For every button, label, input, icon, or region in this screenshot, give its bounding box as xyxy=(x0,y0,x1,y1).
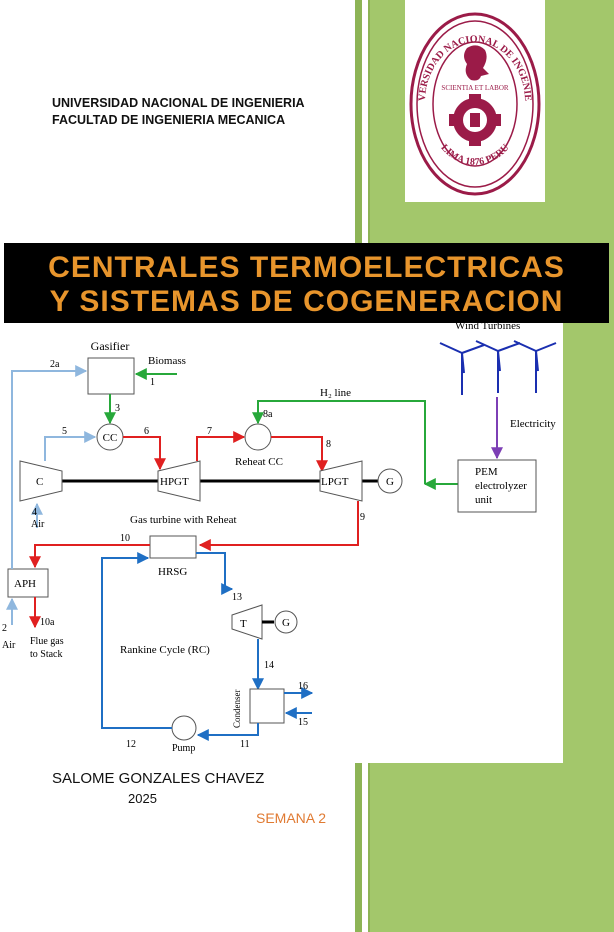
stream-5-label: 5 xyxy=(62,426,67,437)
reheat-cc-label: Reheat CC xyxy=(235,456,283,468)
cogeneration-diagram: Gasifier Biomass 1 3 CC C 5 4 Air HPGT 6… xyxy=(0,320,563,763)
stream-3-label: 3 xyxy=(115,403,120,414)
title-line-1: CENTRALES TERMOELECTRICAS xyxy=(48,251,565,284)
hrsg-box xyxy=(149,535,197,559)
pump-label: Pump xyxy=(172,743,195,754)
generator-gt-label: G xyxy=(386,476,394,488)
stream-10a-label: 10a xyxy=(40,617,55,628)
university-name: UNIVERSIDAD NACIONAL DE INGENIERIA xyxy=(52,96,305,110)
stream-13-label: 13 xyxy=(232,592,242,603)
stream-7-label: 7 xyxy=(207,426,212,437)
hrsg-label: HRSG xyxy=(158,566,187,578)
pem-label-1: PEM xyxy=(475,466,498,478)
institution-header: UNIVERSIDAD NACIONAL DE INGENIERIA FACUL… xyxy=(52,95,305,129)
title-line-2: Y SISTEMAS DE COGENERACION xyxy=(49,285,564,318)
pem-electrolyzer xyxy=(457,459,537,513)
stream-7 xyxy=(196,431,246,461)
stream-9-label: 9 xyxy=(360,512,365,523)
faculty-name: FACULTAD DE INGENIERIA MECANICA xyxy=(52,113,286,127)
stream-13 xyxy=(196,552,234,595)
compressor-label: C xyxy=(36,476,43,488)
electricity-label: Electricity xyxy=(510,418,556,430)
biomass-label: Biomass xyxy=(148,355,186,367)
condenser-box xyxy=(249,688,285,724)
hpgt-label: HPGT xyxy=(160,476,189,488)
stream-12 xyxy=(101,552,172,729)
wind-turbines-label: Wind Turbines xyxy=(455,323,520,332)
week-label: SEMANA 2 xyxy=(256,810,327,826)
title-banner: CENTRALES TERMOELECTRICAS Y SISTEMAS DE … xyxy=(4,243,609,323)
document-year: 2025 xyxy=(128,791,157,806)
gasifier-label: Gasifier xyxy=(91,339,130,353)
stream-12-label: 12 xyxy=(126,739,136,750)
flue-gas-label-2: to Stack xyxy=(30,649,63,660)
air-preheater xyxy=(7,568,49,598)
stream-2a xyxy=(11,365,88,569)
stream-1-label: 1 xyxy=(150,377,155,388)
generator-rc-label: G xyxy=(282,617,290,629)
air-label-compressor: Air xyxy=(31,519,45,530)
aph-label: APH xyxy=(14,578,36,590)
compressor xyxy=(19,460,63,502)
author-name: SALOME GONZALES CHAVEZ xyxy=(52,770,265,787)
stream-2a-label: 2a xyxy=(50,359,60,370)
stream-16-label: 16 xyxy=(298,681,308,692)
stream-4-label: 4 xyxy=(32,507,37,518)
lpgt-label: LPGT xyxy=(321,476,349,488)
stream-5 xyxy=(44,431,97,461)
steam-turbine-label: T xyxy=(240,618,247,630)
stream-14-label: 14 xyxy=(264,660,274,671)
gasifier-box xyxy=(87,357,135,395)
stream-2-label: 2 xyxy=(2,623,7,634)
steam-turbine xyxy=(231,604,263,640)
air-label-aph: Air xyxy=(2,640,16,651)
stream-6-label: 6 xyxy=(144,426,149,437)
stream-9 xyxy=(198,501,359,551)
condenser-label: Condenser xyxy=(232,690,242,729)
h2-line-label: H₂ line xyxy=(320,387,351,399)
stream-8a-label: 8a xyxy=(263,409,273,420)
stream-11-label: 11 xyxy=(240,739,250,750)
stream-6 xyxy=(123,436,166,471)
stream-8-label: 8 xyxy=(326,439,331,450)
university-logo: UNIVERSIDAD NACIONAL DE INGENIERIA LIMA … xyxy=(401,0,545,202)
flue-gas-label-1: Flue gas xyxy=(30,636,64,647)
h2-line xyxy=(252,400,426,484)
stream-15-label: 15 xyxy=(298,717,308,728)
generator-rc xyxy=(274,610,298,634)
rankine-cycle-label: Rankine Cycle (RC) xyxy=(120,644,210,656)
reheat-combustion-chamber xyxy=(244,423,272,451)
pem-label-2: electrolyzer xyxy=(475,480,527,492)
pump xyxy=(171,715,197,741)
stream-10 xyxy=(29,544,150,569)
cc-label: CC xyxy=(103,432,118,444)
logo-motto: SCIENTIA ET LABOR xyxy=(441,84,508,92)
hp-gas-turbine xyxy=(157,460,201,502)
stream-10-label: 10 xyxy=(120,533,130,544)
generator-gt xyxy=(377,468,403,494)
stream-8 xyxy=(271,436,328,473)
pem-label-3: unit xyxy=(475,494,492,506)
lp-gas-turbine xyxy=(319,460,363,502)
wind-turbines-icon xyxy=(439,340,557,395)
gas-turbine-reheat-label: Gas turbine with Reheat xyxy=(130,514,237,526)
stream-11 xyxy=(196,723,259,741)
